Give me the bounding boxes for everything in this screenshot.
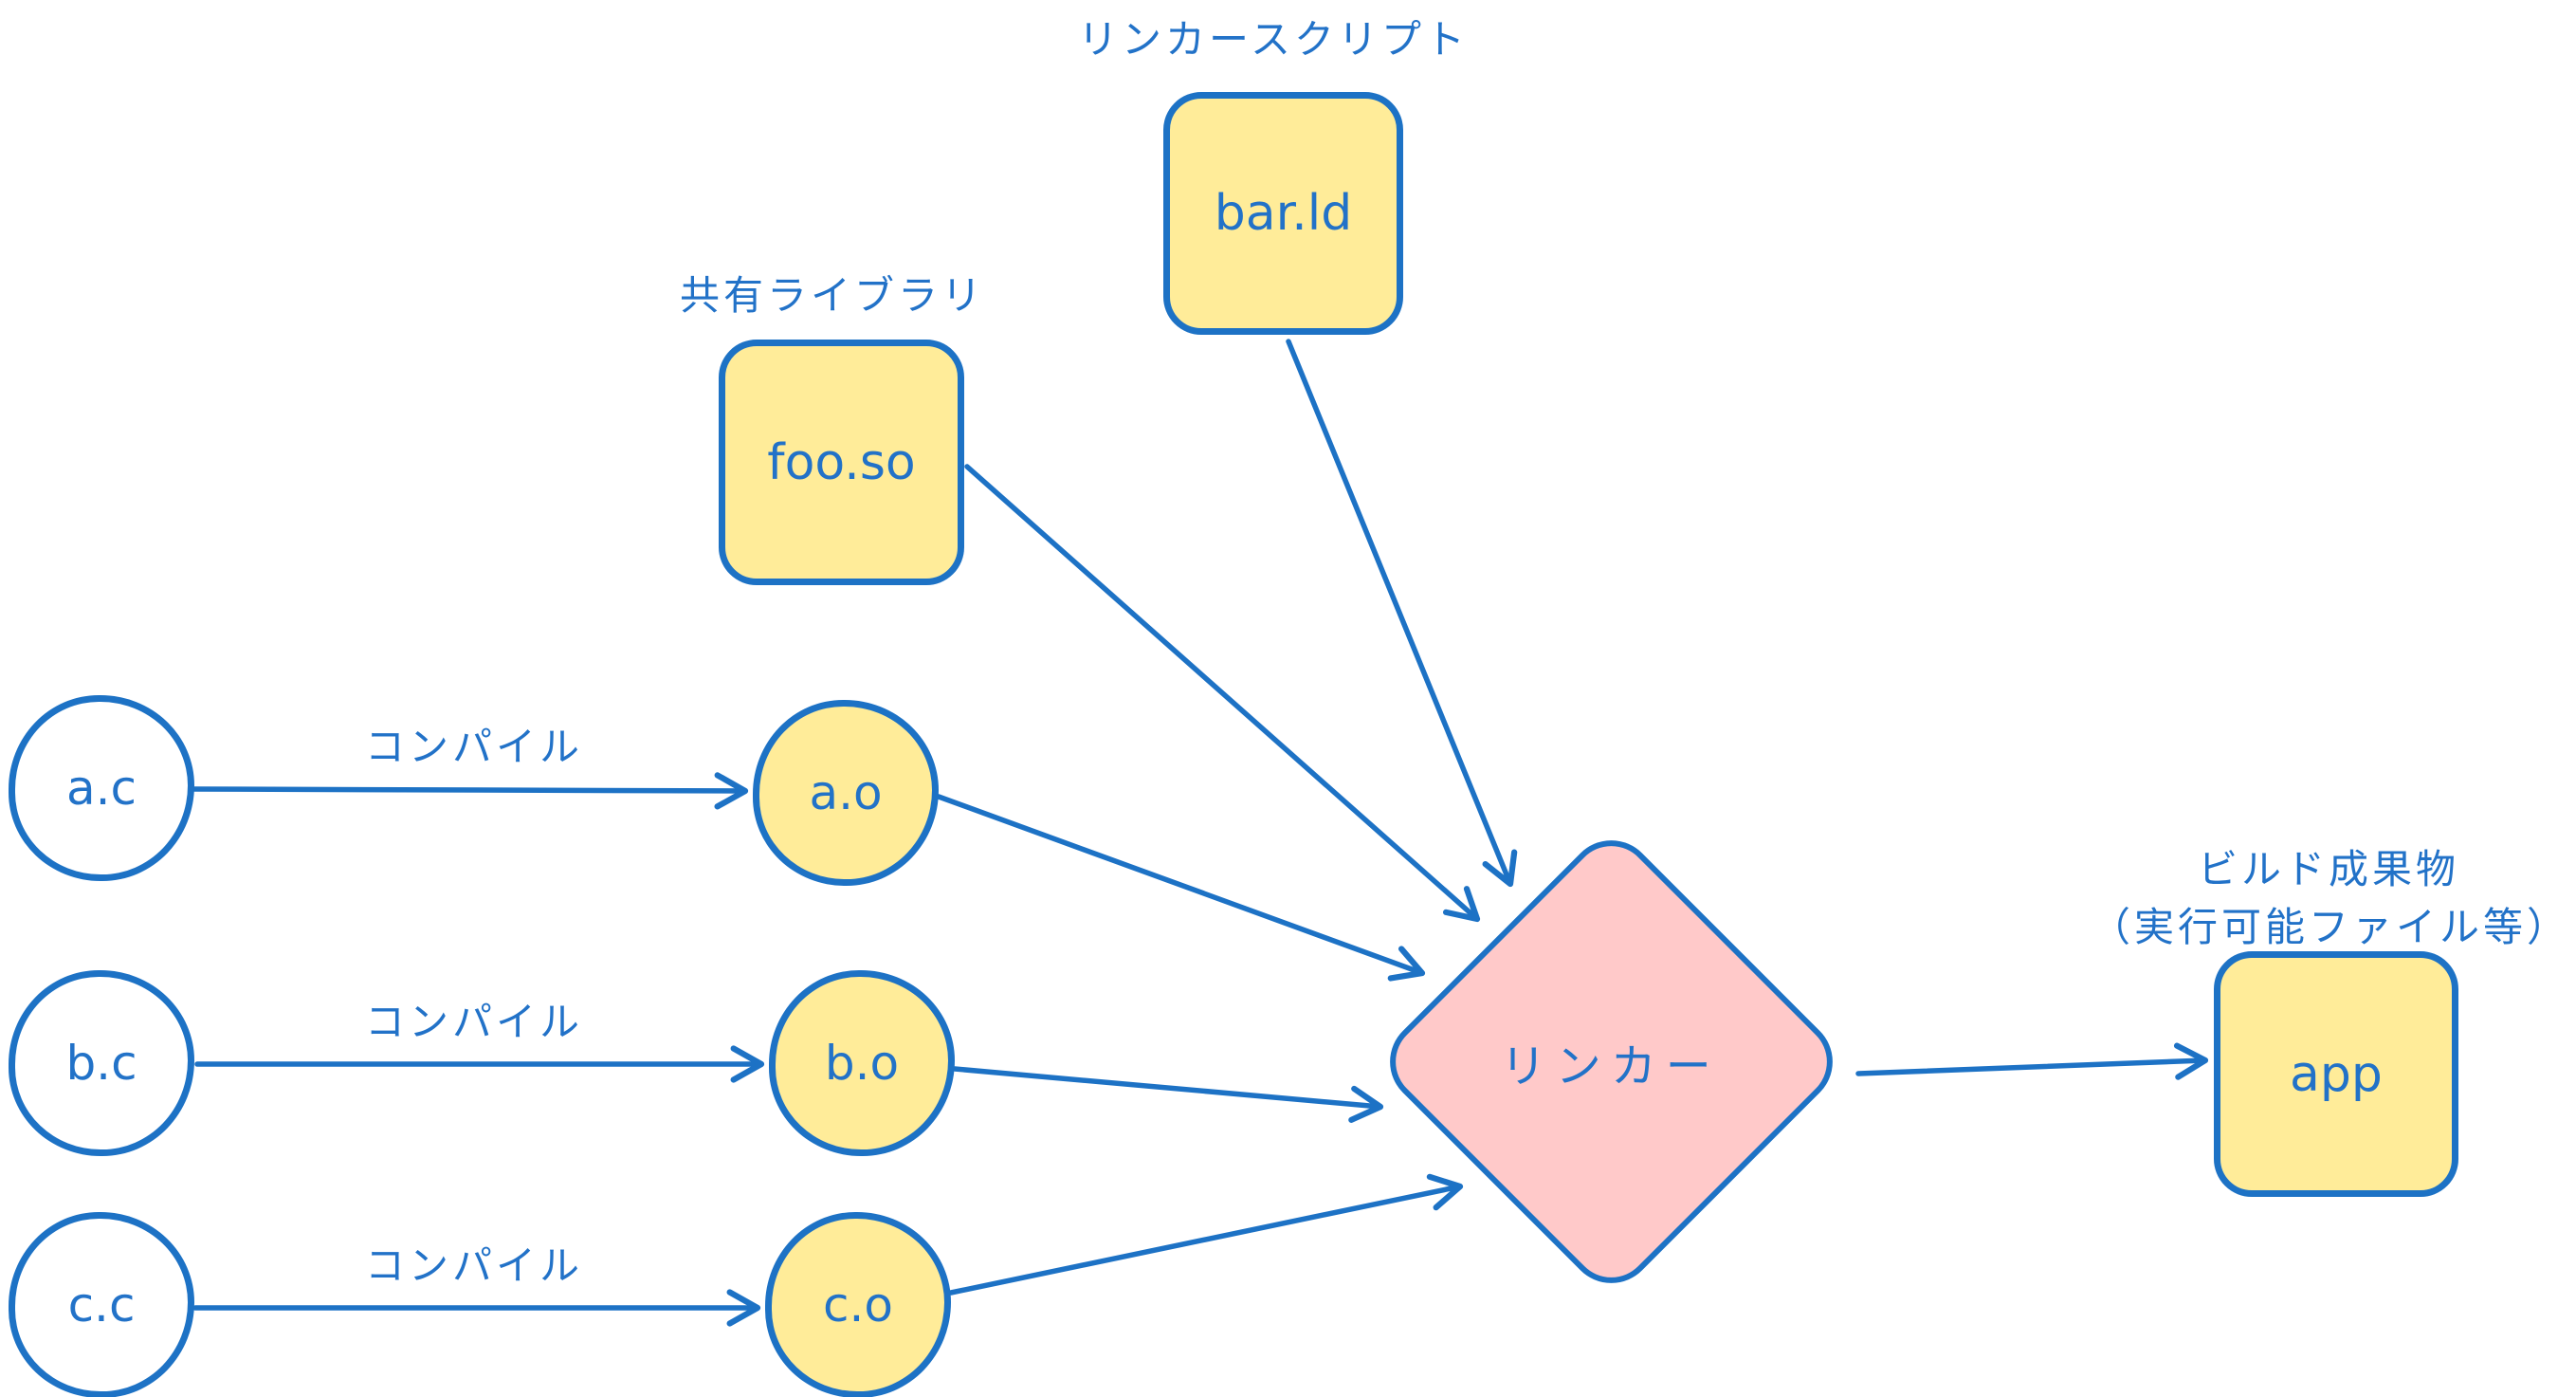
node-object-b-label: b.o [824,1036,900,1091]
arrow-bo-to-linker [952,1066,1384,1123]
node-app-label: app [2290,1045,2383,1103]
arrow-linker-to-app [1855,1042,2209,1080]
label-compile-a: コンパイル [364,724,584,770]
node-linker-label: リンカー [1501,1039,1722,1094]
node-object-a-label: a.o [809,765,883,820]
label-linker-script: リンカースクリプト [1078,16,1469,63]
node-source-b: b.c [9,970,194,1156]
node-object-c: c.o [765,1212,951,1397]
node-source-b-label: b.c [65,1036,137,1091]
node-object-c-label: c.o [823,1278,893,1333]
node-object-b: b.o [769,970,955,1156]
arrow-ao-to-linker [936,794,1426,982]
label-build-artifact-line1: ビルド成果物 [2197,846,2460,892]
node-shared-library-file: foo.so [719,340,964,585]
arrow-barld-to-linker [1286,339,1518,888]
node-linker-script-file-label: bar.ld [1214,185,1353,242]
label-build-artifact-line2: （実行可能ファイル等） [2090,904,2571,950]
arrow-compile-a [192,772,749,810]
label-compile-b: コンパイル [364,999,584,1045]
node-app: app [2214,951,2458,1197]
node-source-a-label: a.c [65,761,137,816]
node-shared-library-file-label: foo.so [767,433,916,491]
node-source-c: c.c [9,1212,194,1397]
node-source-c-label: c.c [67,1278,136,1333]
node-object-a: a.o [753,700,939,886]
arrow-co-to-linker [948,1173,1464,1296]
label-shared-library: 共有ライブラリ [679,272,986,319]
node-linker-script-file: bar.ld [1163,92,1403,335]
node-source-a: a.c [9,695,194,881]
label-compile-c: コンパイル [364,1242,584,1289]
arrow-fooso-to-linker [964,464,1481,923]
